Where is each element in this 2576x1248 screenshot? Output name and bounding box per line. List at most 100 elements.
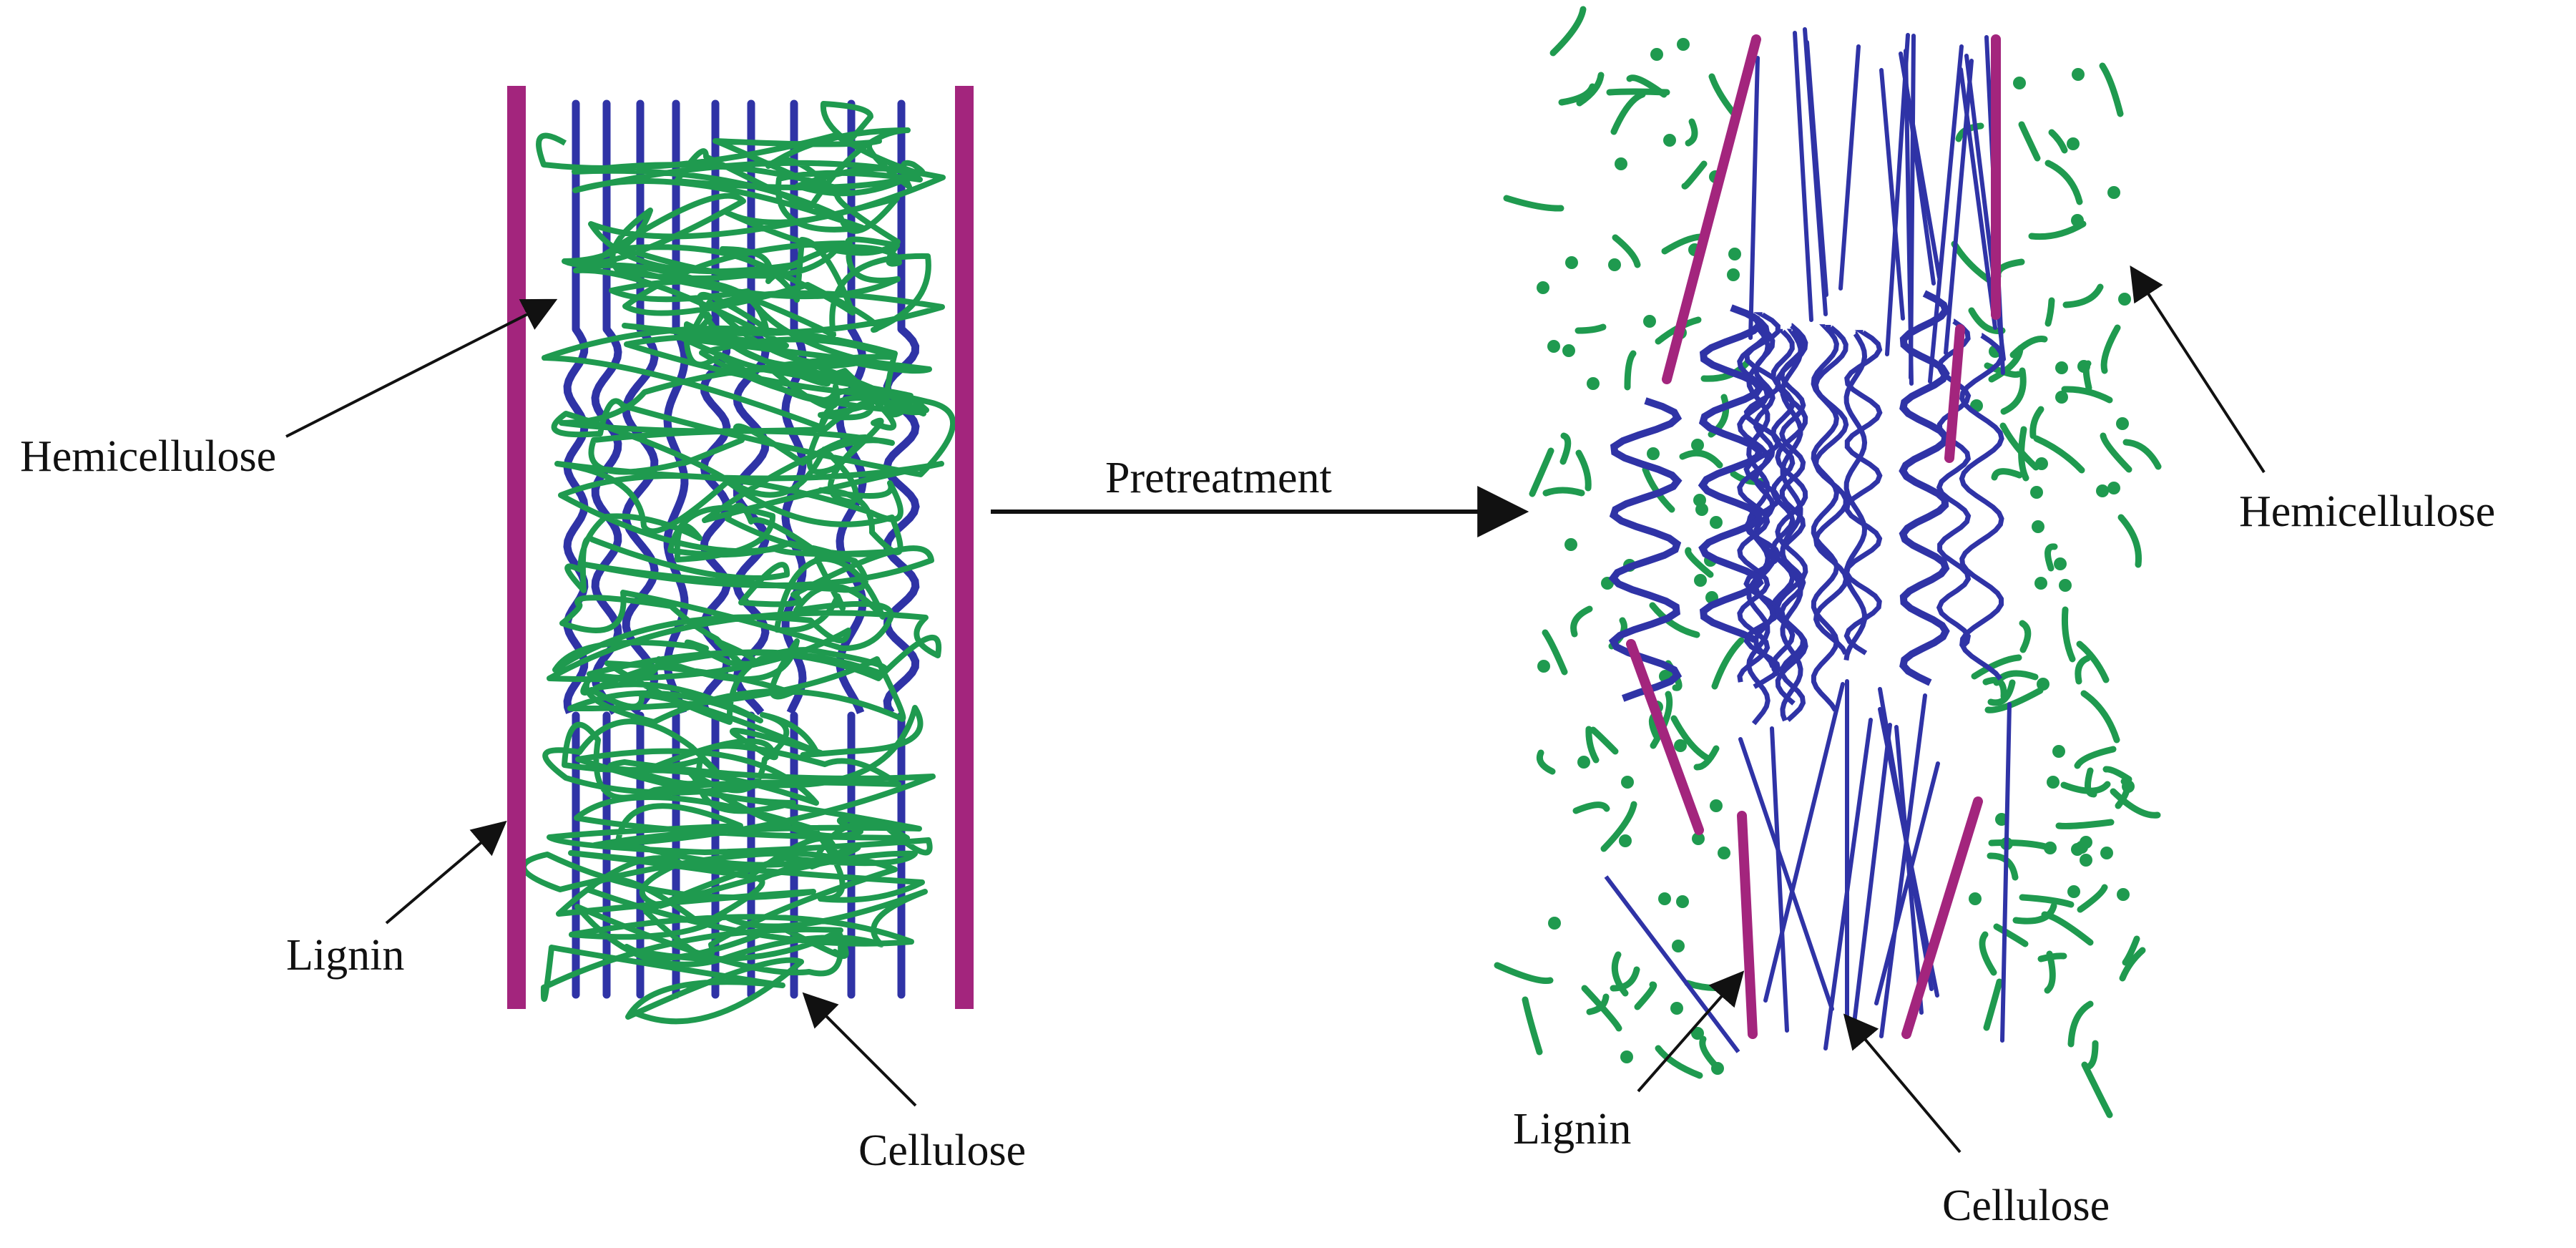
hemicellulose-fragment [2110,788,2161,819]
label-right-lignin: Lignin [1513,1105,1631,1154]
lignin-walls-intact [507,86,974,1009]
hemicellulose-fragment [2061,606,2076,663]
hemicellulose-fragment [2012,902,2057,925]
hemicellulose-fragment [1610,91,1646,135]
hemicellulose-fragment [2018,121,2041,162]
cellulose-coil [1899,290,1950,686]
hemicellulose-fragment [1650,48,1663,61]
hemicellulose-fragment [2100,324,2121,374]
hemicellulose-fragment [2119,947,2146,982]
cellulose-fiber-fragment [1813,324,1849,655]
arrow-left-hemicellulose [285,298,558,438]
hemicellulose-fragment [1655,1045,1703,1079]
hemicellulose-fragment [2080,836,2092,849]
hemicellulose-fragment [2116,417,2129,430]
hemicellulose-fragment [2115,778,2130,809]
hemicellulose-fragment [2034,577,2047,590]
hemicellulose-fragment [1576,72,1605,107]
hemicellulose-fragment [1585,726,1600,764]
cellulose-fiber-fragment [1811,325,1840,712]
arrow-right-lignin [1637,970,1745,1093]
hemicellulose-fragment [2059,579,2072,592]
hemicellulose-fragment [1612,234,1641,268]
hemicellulose-fragment [1999,422,2039,471]
hemicellulose-fragment [2100,432,2132,473]
hemicellulose-fragment [1562,344,1575,357]
cellulose-fiber-fragment [1928,44,1964,384]
cellulose-fiber-fragment [1843,330,1883,655]
hemicellulose-fragment [1661,233,1704,255]
hemicellulose-fragment [1547,340,1560,353]
hemicellulose-fragment [2044,543,2058,572]
cellulose-fiber-fragment [2000,702,2012,1043]
cellulose-fiber-fragment [1823,718,1873,1050]
label-right-hemicellulose: Hemicellulose [2239,487,2495,536]
cellulose-fiber-fragment [1763,682,1845,1003]
cellulose-fiber-fragment [1737,313,1771,683]
hemicellulose-fragment [1708,73,1738,117]
hemicellulose-fragment [1549,6,1587,57]
hemicellulose-fragment [2019,894,2075,908]
hemicellulose-fragment [2047,776,2060,789]
hemicellulose-fragment [1581,985,1622,1032]
hemicellulose-fragment [2067,1000,2094,1048]
hemicellulose-fragment [1969,892,1982,905]
hemicellulose-fragment [1542,629,1568,676]
hemicellulose-fragment [1685,547,1714,578]
hemicellulose-fragment [1587,377,1600,390]
hemicellulose-fragment [1681,160,1708,190]
hemicellulose-fragment [1624,350,1637,391]
hemicellulose-fragment [1670,1002,1683,1015]
hemicellulose-fragment [2072,68,2085,81]
hemicellulose-fragment [2032,520,2044,533]
label-left-hemicellulose: Hemicellulose [20,432,276,481]
hemicellulose-fragment [1676,895,1689,908]
hemicellulose-fragment [1548,917,1561,930]
hemicellulose-fragment [1691,439,1704,452]
intact-biomass-structure [507,86,974,1025]
cellulose-fiber-fragment [1604,875,1740,1053]
hemicellulose-fragment [2100,847,2113,859]
hemicellulose-fragment [2122,935,2140,966]
hemicellulose-fragment [1987,852,2019,881]
cellulose-fiber-fragment [1748,56,1760,340]
hemicellulose-fragment [1718,847,1730,859]
hemicellulose-fragment [1993,923,2029,947]
hemicellulose-fragment [2102,766,2132,783]
hemicellulose-fragment [1727,268,1740,281]
hemicellulose-fragment [2096,484,2109,497]
hemicellulose-fragment [1620,1050,1633,1063]
hemicellulose-fragment [2077,884,2108,913]
hemicellulose-fragment [1577,756,1590,769]
hemicellulose-fragment [2117,514,2142,568]
hemicellulose-fragment [1600,801,1637,852]
hemicellulose-fragment [1991,468,2023,481]
hemicellulose-fragment [2052,745,2065,758]
cellulose-fiber-fragment [1959,67,1997,330]
hemicellulose-fragment [2075,655,2091,685]
hemicellulose-fragment [1522,996,1543,1056]
hemicellulose-fragment [2041,911,2094,946]
cellulose-fiber-fragment [1904,49,1914,386]
hemicellulose-fragment [2000,367,2027,415]
cellulose-fiber-fragment [1770,726,1789,1033]
lignin-fragment [1737,811,1758,1039]
hemicellulose-fragment [1979,931,1997,976]
hemicellulose-fragment [2107,482,2120,494]
hemicellulose-fragment [2037,678,2049,691]
hemicellulose-fragment [2118,293,2131,306]
hemicellulose-fragment [1649,602,1700,638]
hemicellulose-fragment [2071,214,2084,227]
hemicellulose-fragment [1983,978,2003,1031]
hemicellulose-fragment [2081,1061,2113,1118]
lignin-fragment [1626,639,1704,835]
hemicellulose-fragment [1542,487,1585,497]
hemicellulose-fragment [1634,981,1657,1010]
hemicellulose-strand [521,101,956,1025]
cellulose-coil [1608,397,1683,702]
cellulose-fiber-fragment [1775,323,1808,706]
arrow-left-cellulose [802,992,917,1107]
cellulose-fiber-fragment [1843,331,1868,661]
label-left-cellulose: Cellulose [858,1126,1026,1175]
arrow-right-cellulose [1843,1013,1962,1154]
